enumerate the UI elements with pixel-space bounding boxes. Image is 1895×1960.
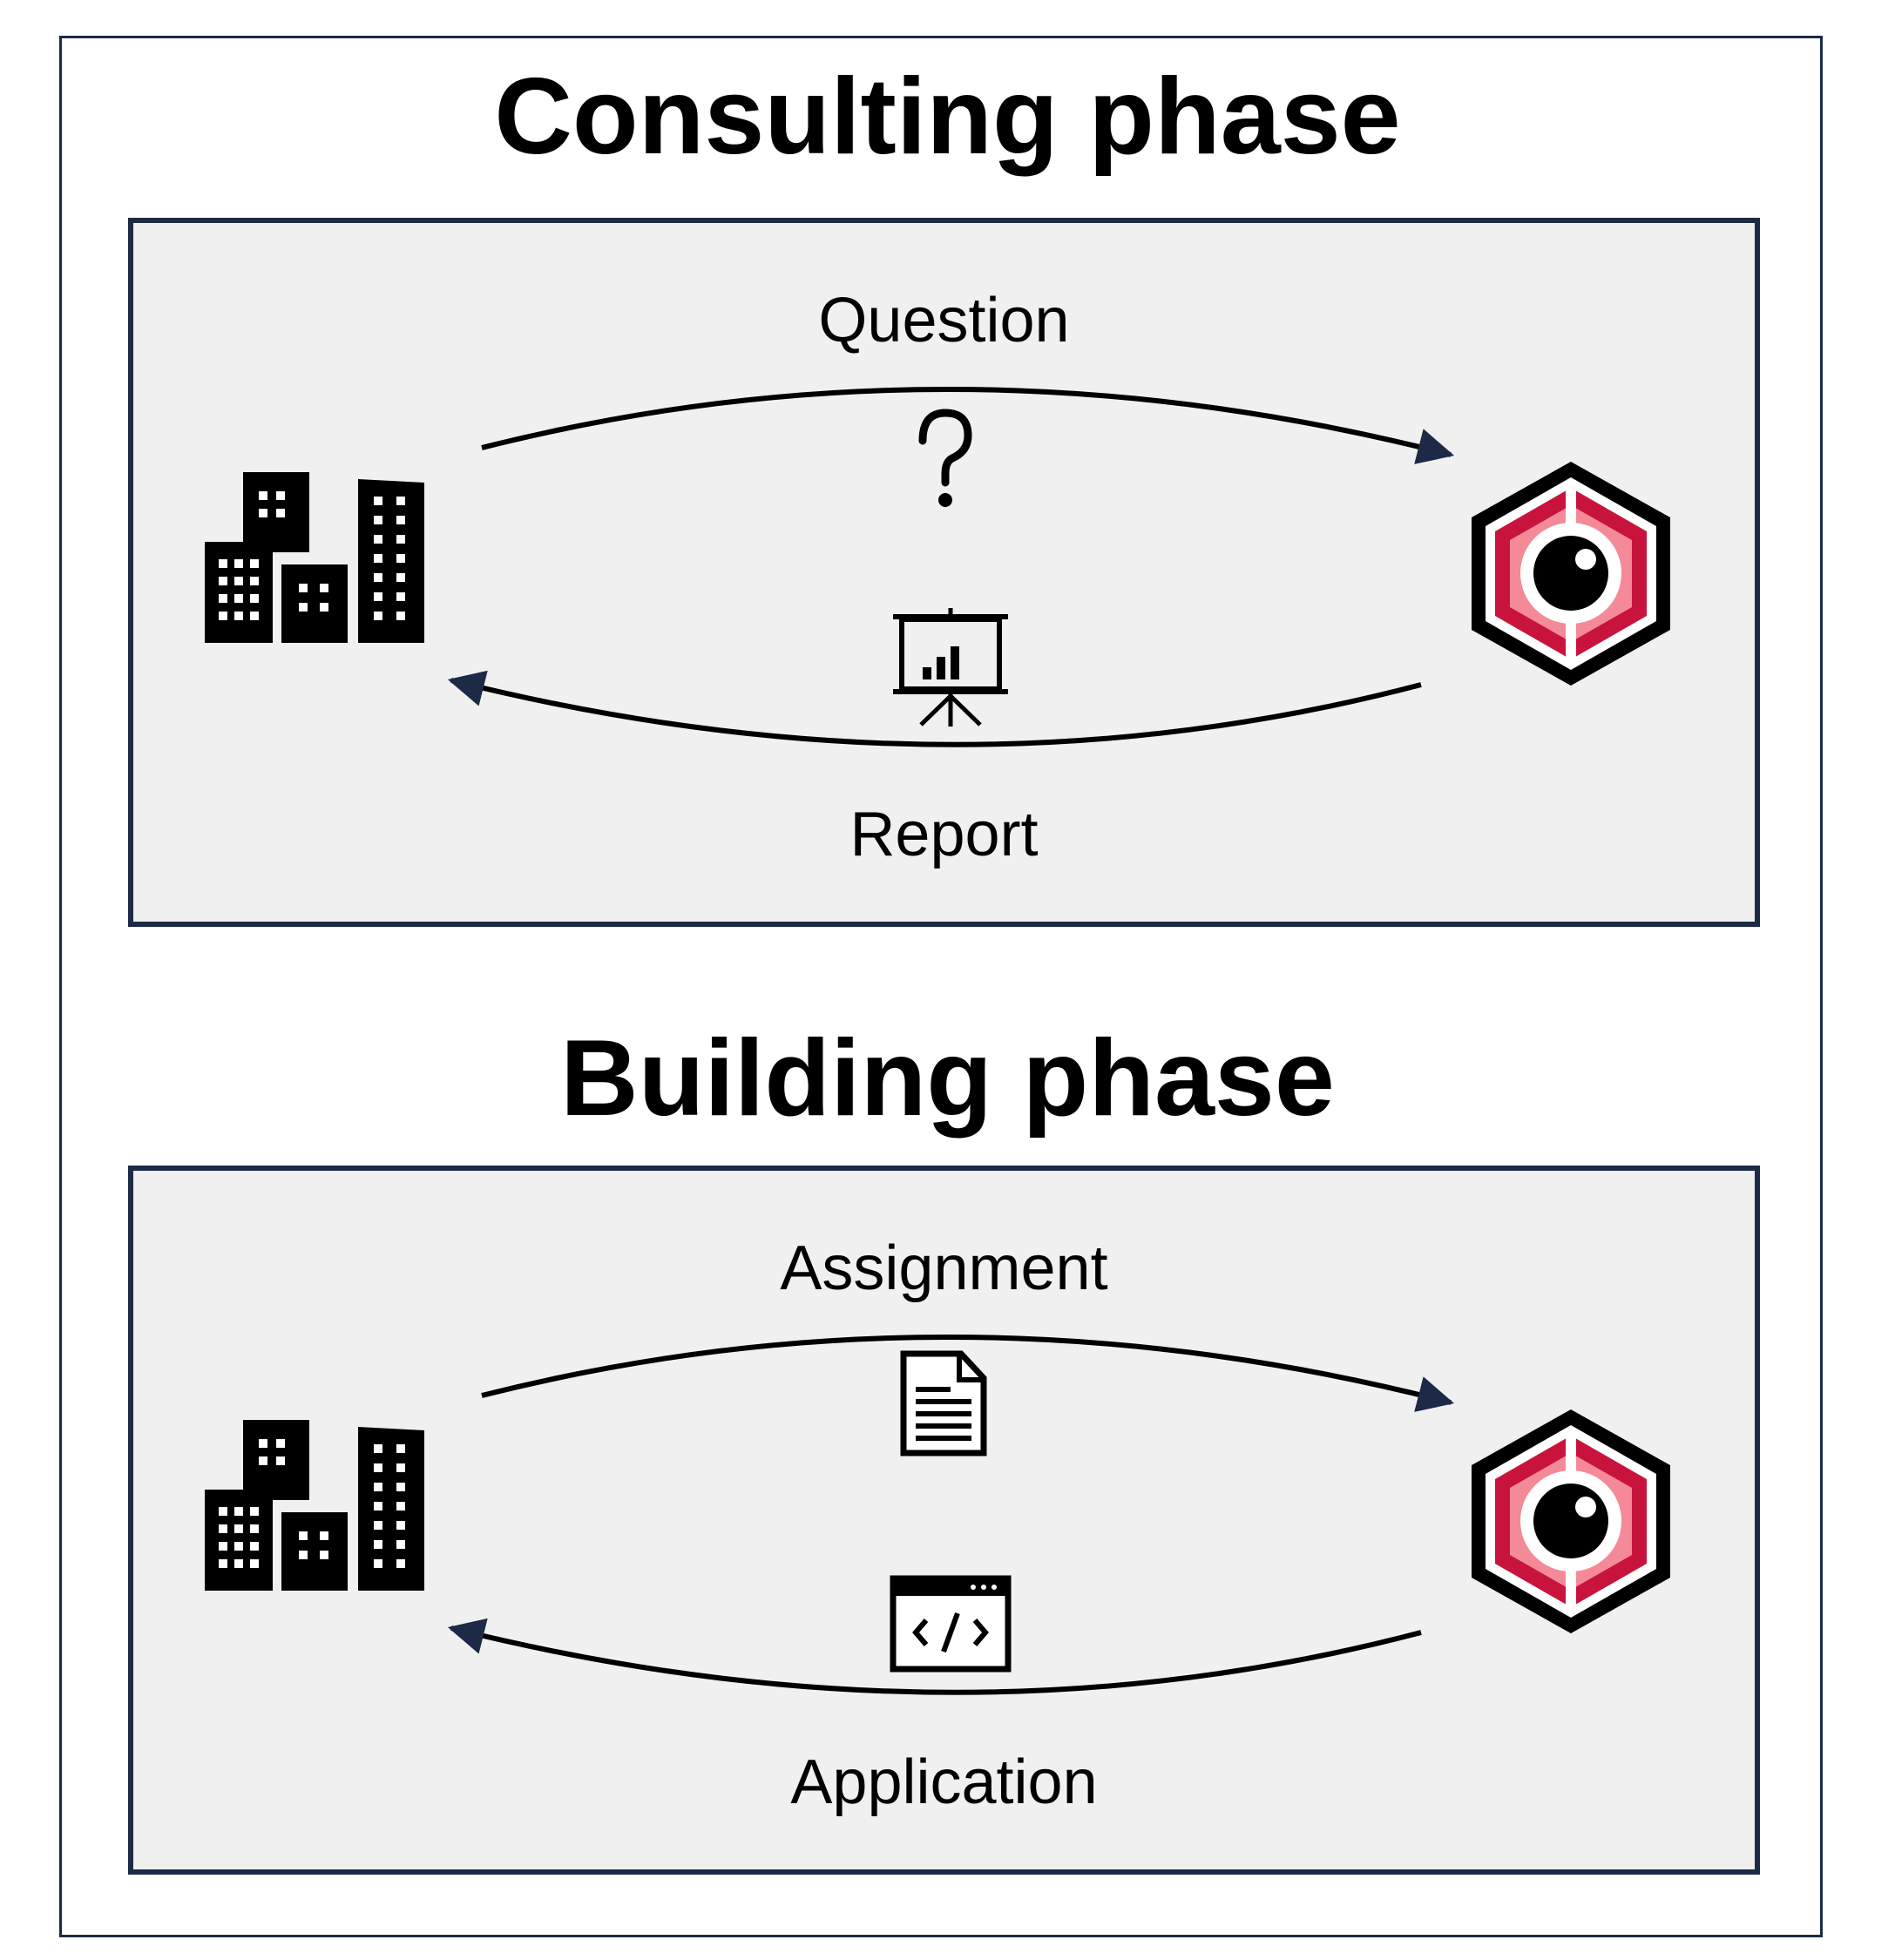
building-phase-title: Building phase [560,1018,1335,1139]
code-window-icon [890,1575,1012,1673]
presentation-chart-icon [893,608,1008,727]
report-arrow [447,670,1422,747]
building-panel: Assignment Application [128,1166,1760,1875]
office-buildings-icon [205,1420,424,1591]
consulting-phase-title: Consulting phase [494,57,1401,177]
office-buildings-icon [205,472,424,643]
question-label: Question [818,286,1070,355]
question-arrow [481,387,1455,464]
application-label: Application [790,1747,1098,1817]
assignment-label: Assignment [780,1233,1108,1303]
diagram-frame [59,36,1823,1937]
application-arrow [447,1618,1422,1695]
question-mark-icon [918,409,972,507]
hexagon-eye-logo-icon [1472,462,1670,686]
consulting-arrows [447,387,1455,747]
assignment-arrow [481,1335,1455,1412]
building-arrows [447,1335,1455,1695]
report-label: Report [849,800,1039,869]
consulting-panel: Question Report [128,218,1760,927]
hexagon-eye-logo-icon [1472,1409,1670,1633]
document-icon [900,1350,987,1456]
